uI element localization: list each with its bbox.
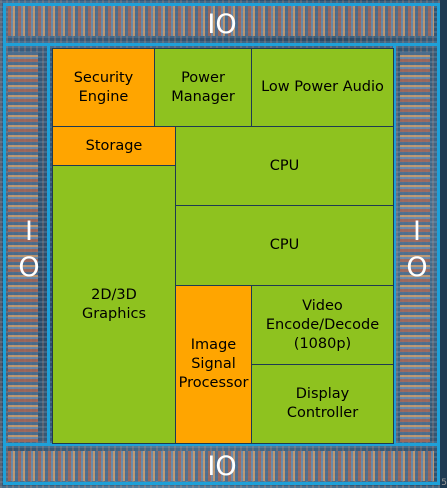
cpu-block-2: CPU (175, 205, 394, 286)
storage-block: Storage (52, 126, 176, 166)
io-label-right: I O (406, 216, 428, 283)
security-engine-block: Security Engine (52, 48, 155, 127)
io-label-bottom: IO (207, 451, 237, 482)
corner-mark: 5 (441, 478, 447, 488)
graphics-block: 2D/3D Graphics (52, 165, 176, 444)
right-io-pads (400, 52, 430, 442)
display-controller-block: Display Controller (251, 364, 394, 444)
video-codec-block: Video Encode/Decode (1080p) (251, 285, 394, 365)
right-io-band (393, 43, 440, 446)
top-io-pads (8, 6, 434, 36)
io-label-top: IO (207, 9, 237, 40)
power-manager-block: Power Manager (154, 48, 252, 127)
left-io-band (3, 43, 50, 446)
bottom-io-band (3, 443, 440, 485)
low-power-audio-block: Low Power Audio (251, 48, 394, 127)
top-io-band (3, 3, 440, 46)
image-signal-processor-block: Image Signal Processor (175, 285, 252, 444)
io-label-left: I O (18, 216, 40, 283)
cpu-block-1: CPU (175, 126, 394, 206)
left-io-pads (8, 52, 38, 442)
bottom-io-pads (8, 451, 434, 481)
